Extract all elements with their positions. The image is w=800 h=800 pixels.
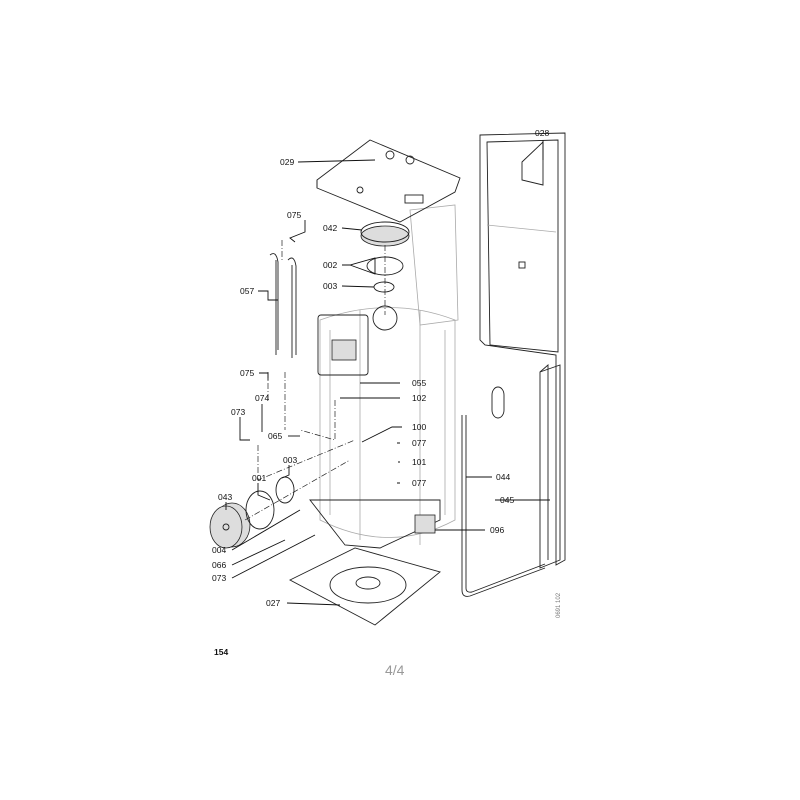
callout-003: 003: [323, 281, 337, 291]
callout-001: 001: [252, 473, 266, 483]
frame-rod-044: [461, 415, 546, 597]
callout-100: 100: [412, 422, 426, 432]
callout-042: 042: [323, 223, 337, 233]
figure-number: 154: [214, 647, 229, 657]
ring-003: [373, 281, 395, 293]
callout-045: 045: [500, 495, 514, 505]
inspection-cover-043: [209, 502, 251, 549]
callout-075: 075: [287, 210, 301, 220]
callout-065: 065: [268, 431, 282, 441]
callout-028: 028: [535, 128, 549, 138]
callout-066: 066: [212, 560, 226, 570]
rear-panel-028: [479, 132, 566, 566]
callout-077: 077: [412, 438, 426, 448]
cover-042: [360, 225, 410, 247]
callout-073: 073: [212, 573, 226, 583]
callout-096: 096: [490, 525, 504, 535]
callout-055: 055: [412, 378, 426, 388]
side-panel-045: [539, 364, 561, 569]
pipes-057: [269, 253, 297, 358]
callout-102: 102: [412, 393, 426, 403]
callout-003: 003: [283, 455, 297, 465]
callout-101: 101: [412, 457, 426, 467]
leader-lines: [225, 140, 550, 606]
callout-077: 077: [412, 478, 426, 488]
callout-002: 002: [323, 260, 337, 270]
top-cover-029: [316, 139, 461, 223]
tank-body: [309, 204, 459, 549]
gasket-001: [245, 490, 275, 530]
callout-004: 004: [212, 545, 226, 555]
callout-044: 044: [496, 472, 510, 482]
callout-075: 075: [240, 368, 254, 378]
callout-057: 057: [240, 286, 254, 296]
base-plate-027: [289, 547, 441, 626]
pump-096: [414, 514, 436, 534]
page-indicator: 4/4: [385, 662, 405, 678]
callout-074: 074: [255, 393, 269, 403]
drawing-reference-code: 0691 102: [556, 592, 562, 618]
callout-027: 027: [266, 598, 280, 608]
callout-029: 029: [280, 157, 294, 167]
callout-073: 073: [231, 407, 245, 417]
ring-003b: [275, 476, 295, 504]
callout-043: 043: [218, 492, 232, 502]
